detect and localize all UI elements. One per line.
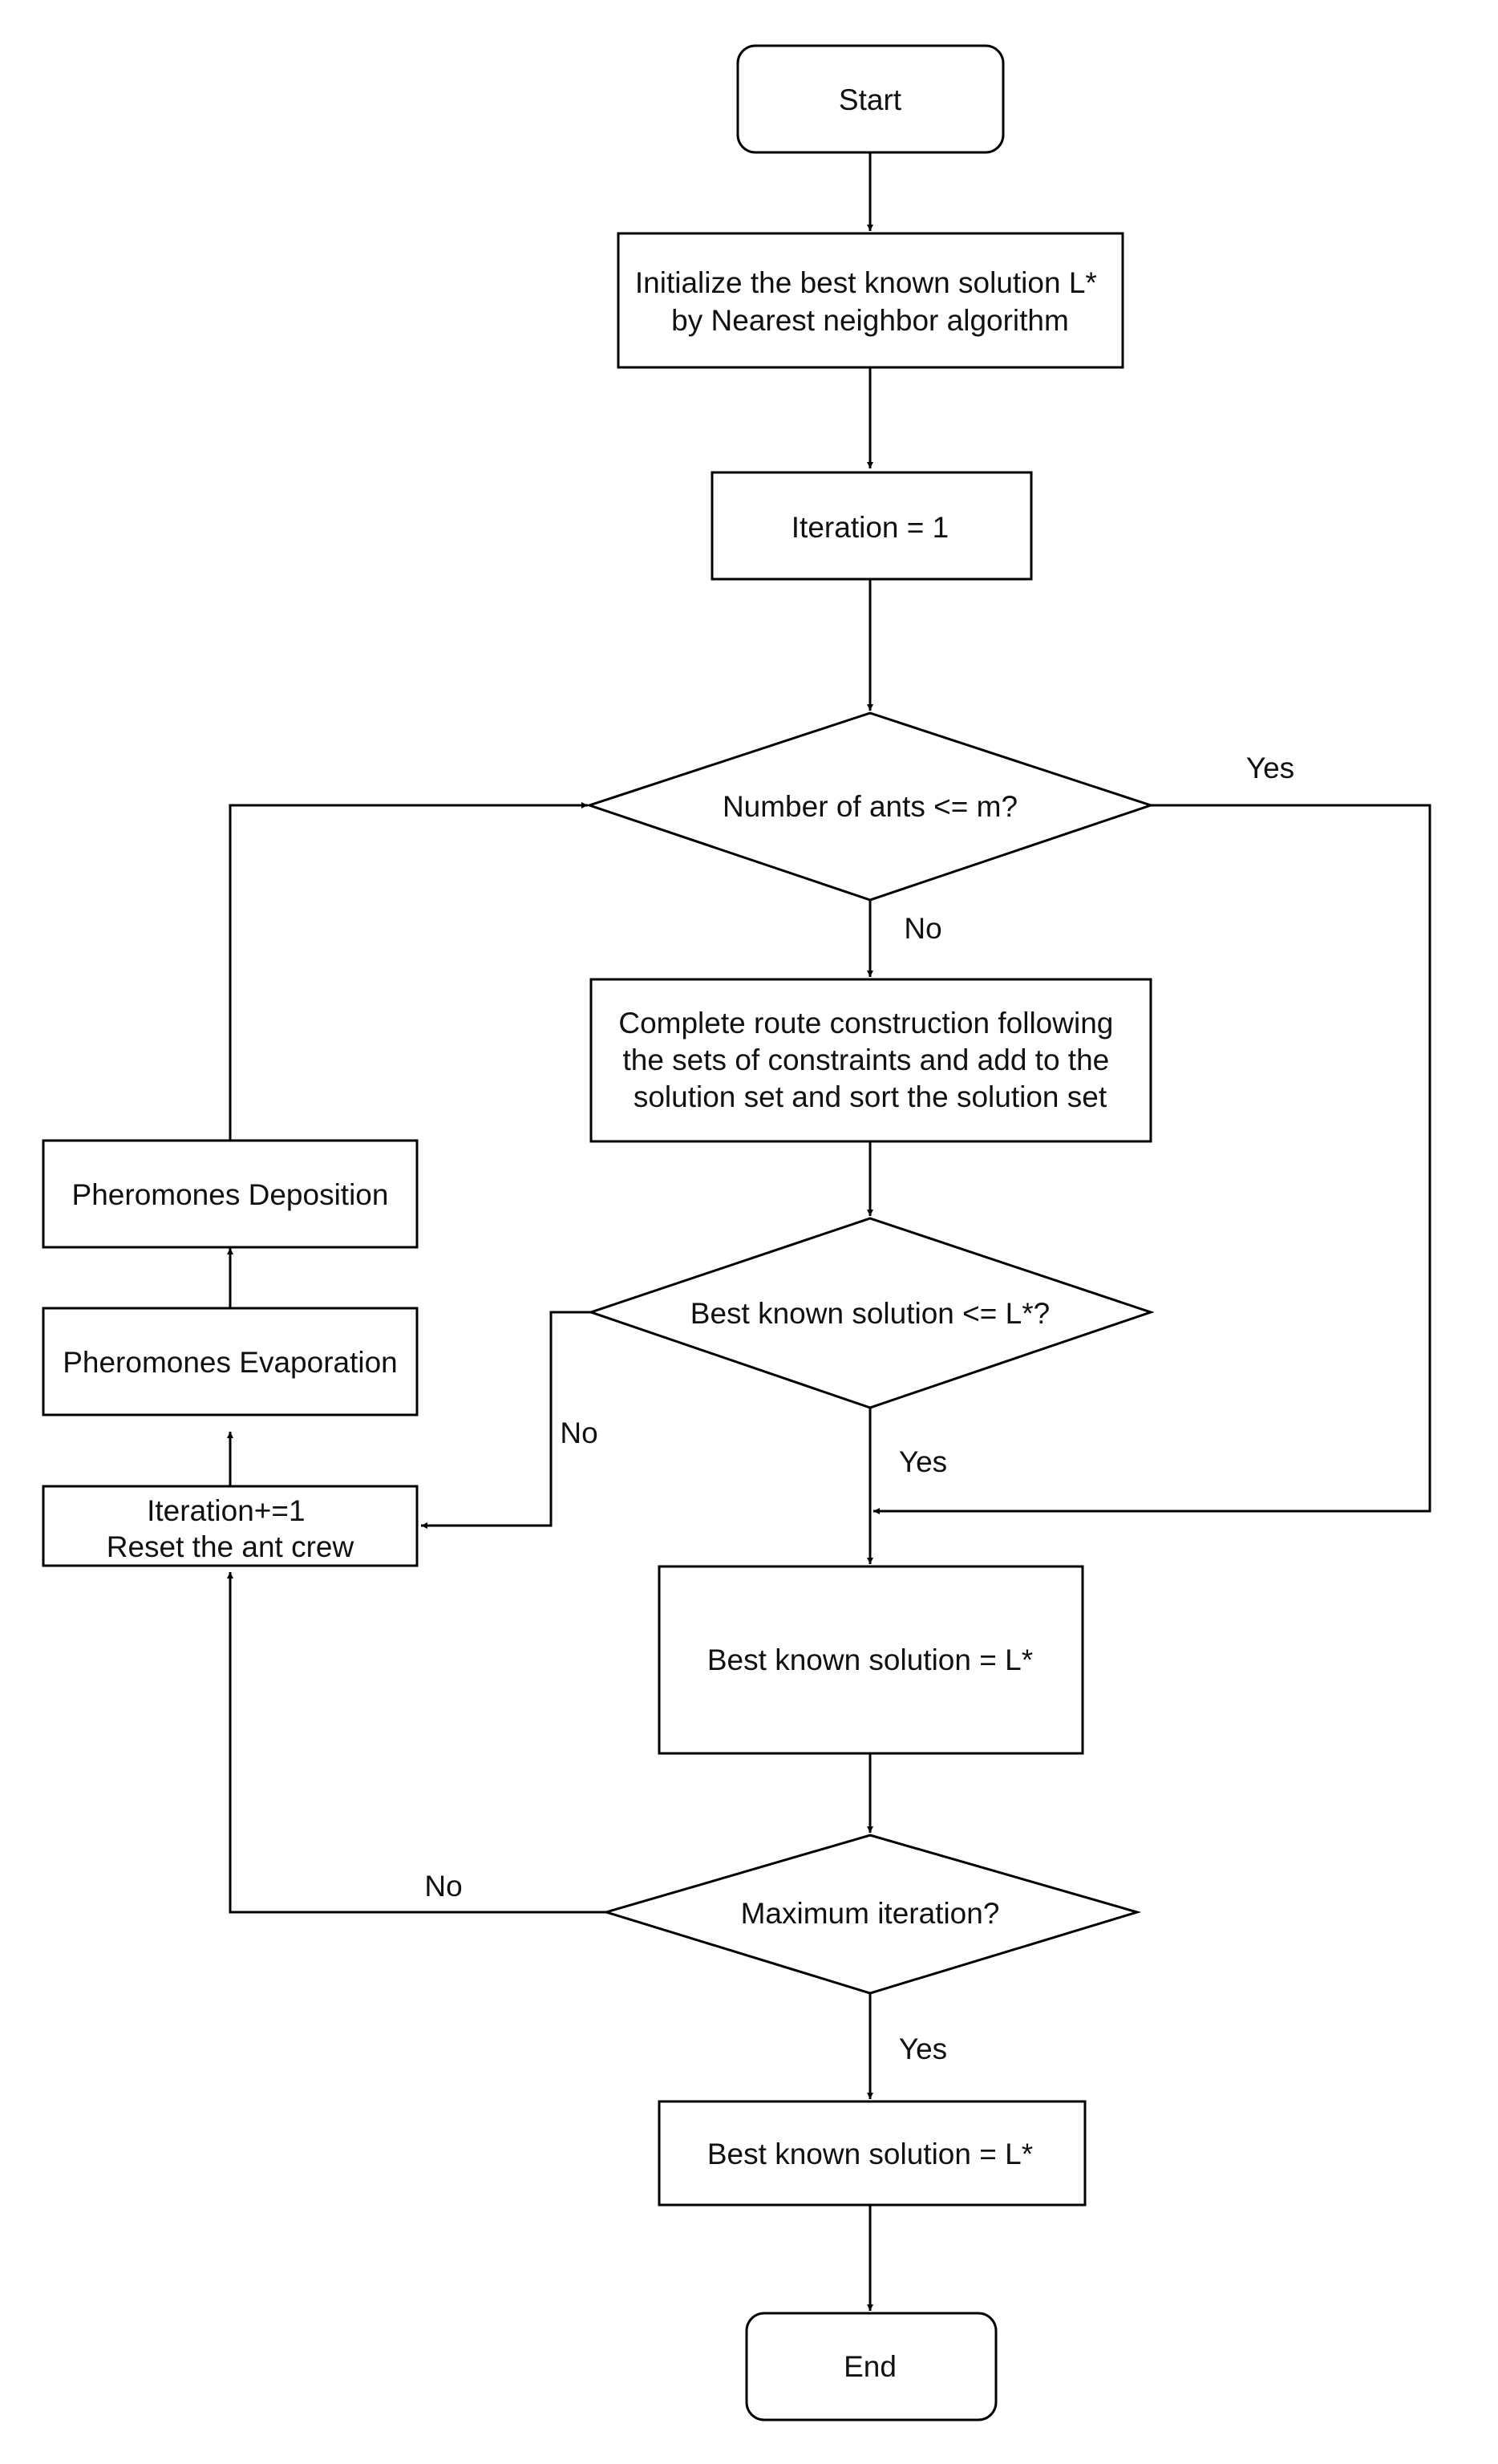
ants-no-label: No — [904, 912, 941, 945]
best-yes-label: Yes — [899, 1445, 947, 1478]
best-no-label: No — [560, 1416, 597, 1449]
initialize-process-shape — [617, 232, 1124, 369]
iteration-init-label: Iteration = 1 — [792, 511, 949, 544]
best-final-process-shape — [658, 2100, 1087, 2207]
best-decision-diamond — [587, 1217, 1155, 1409]
node-decision-ants: Number of ants <= m? — [585, 711, 1155, 902]
node-start: Start — [736, 44, 1005, 154]
best-final-label-line-1: Best known solution = L* — [707, 2138, 1033, 2170]
initialize-label: Initialize the best known solution L* by… — [635, 266, 1105, 337]
route-construction-process-shape — [589, 978, 1152, 1143]
end-terminal-shape — [745, 2312, 998, 2421]
best-final-label: Best known solution = L* — [707, 2138, 1033, 2170]
route-construction-label-line-2: the sets of constraints and add to the — [622, 1044, 1109, 1076]
route-construction-label: Complete route construction following th… — [618, 1007, 1121, 1113]
node-route-construction: Complete route construction following th… — [589, 978, 1152, 1143]
iteration-increment-process-shape — [42, 1485, 419, 1567]
edge-deposition-to-ants-decision — [229, 802, 588, 1141]
iteration-increment-label-line-1: Iteration+=1 — [147, 1494, 305, 1527]
ants-decision-label: Number of ants <= m? — [723, 790, 1018, 823]
ants-decision-label-line-1: Number of ants <= m? — [723, 790, 1018, 823]
route-construction-label-line-3: solution set and sort the solution set — [634, 1080, 1107, 1113]
node-iteration-increment: Iteration+=1 Reset the ant crew — [42, 1485, 419, 1567]
best-update-label: Best known solution = L* — [707, 1643, 1033, 1676]
deposition-process-shape — [42, 1139, 419, 1249]
max-decision-diamond — [601, 1834, 1142, 1995]
iteration-init-process-shape — [711, 471, 1033, 581]
node-decision-max: Maximum iteration? — [601, 1834, 1142, 1995]
ants-decision-diamond — [585, 711, 1155, 902]
max-decision-label: Maximum iteration? — [741, 1897, 1000, 1930]
node-pheromones-evaporation: Pheromones Evaporation — [42, 1307, 419, 1416]
node-best-update: Best known solution = L* — [658, 1565, 1084, 1755]
start-label-line-1: Start — [839, 83, 902, 116]
start-terminal-shape — [736, 44, 1005, 154]
best-decision-label: Best known solution <= L*? — [690, 1297, 1050, 1330]
node-decision-best: Best known solution <= L*? — [587, 1217, 1155, 1409]
initialize-label-line-1: Initialize the best known solution L* — [635, 266, 1097, 299]
deposition-label-line-1: Pheromones Deposition — [72, 1178, 389, 1211]
edges — [227, 152, 1431, 2311]
node-iteration-init: Iteration = 1 — [711, 471, 1033, 581]
best-update-label-line-1: Best known solution = L* — [707, 1643, 1033, 1676]
node-best-final: Best known solution = L* — [658, 2100, 1087, 2207]
max-decision-label-line-1: Maximum iteration? — [741, 1897, 1000, 1930]
edge-labels: Yes No No Yes No Yes — [424, 752, 1294, 2065]
iteration-increment-label: Iteration+=1 Reset the ant crew — [107, 1494, 354, 1563]
iteration-init-label-line-1: Iteration = 1 — [792, 511, 949, 544]
end-label: End — [844, 2350, 897, 2383]
evaporation-label: Pheromones Evaporation — [63, 1346, 398, 1379]
deposition-label: Pheromones Deposition — [72, 1178, 389, 1211]
max-yes-label: Yes — [899, 2032, 947, 2065]
evaporation-process-shape — [42, 1307, 419, 1416]
best-decision-label-line-1: Best known solution <= L*? — [690, 1297, 1050, 1330]
max-no-label: No — [424, 1870, 462, 1903]
node-initialize: Initialize the best known solution L* by… — [617, 232, 1124, 369]
iteration-increment-label-line-2: Reset the ant crew — [107, 1530, 354, 1563]
evaporation-label-line-1: Pheromones Evaporation — [63, 1346, 398, 1379]
start-label: Start — [839, 83, 902, 116]
node-end: End — [745, 2312, 998, 2421]
ants-yes-label: Yes — [1246, 752, 1294, 784]
best-update-process-shape — [658, 1565, 1084, 1755]
end-label-line-1: End — [844, 2350, 897, 2383]
edge-ants-yes-to-best-update — [873, 804, 1431, 1514]
route-construction-label-line-1: Complete route construction following — [618, 1007, 1113, 1040]
edge-best-no-to-iteration-inc — [421, 1311, 591, 1529]
node-pheromones-deposition: Pheromones Deposition — [42, 1139, 419, 1249]
initialize-label-line-2: by Nearest neighbor algorithm — [671, 304, 1069, 337]
edge-max-no-to-iteration-inc — [227, 1572, 606, 1914]
